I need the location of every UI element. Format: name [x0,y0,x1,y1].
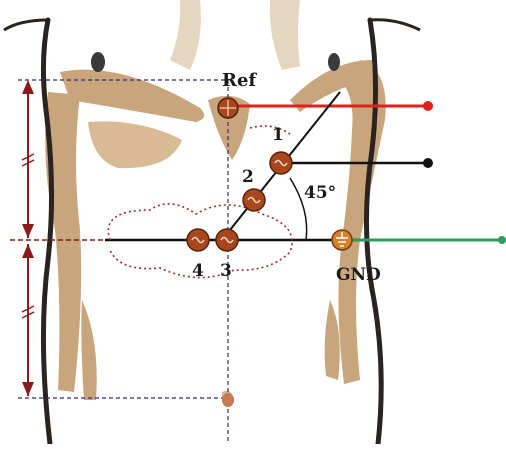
neck-shading-right [270,0,300,70]
upper-dimension-arrow-bottom [22,224,34,238]
left-chest-shading [88,121,182,168]
electrode-3-label: 3 [220,261,232,281]
gnd-label: GND [336,265,381,285]
lower-right-shading [325,300,340,380]
lower-dimension-arrow-top [22,244,34,258]
angle-label: 45° [304,183,336,203]
electrode-2-label: 2 [242,167,254,187]
ref-electrode-icon [218,98,238,118]
electrode-3-icon [216,229,238,251]
dimension-markers [22,80,34,396]
gnd-lead-terminal-icon [498,236,506,244]
right-nipple [328,53,340,71]
ref-label: Ref [222,70,257,91]
left-body-outline [43,20,51,444]
umbilicus-marker-icon [222,393,234,407]
electrode-4-icon [187,229,209,251]
electrode-4-label: 4 [192,261,204,281]
left-nipple [91,52,105,72]
left-clavicle-shading [60,70,204,122]
gnd-electrode-icon [332,230,352,250]
upper-dimension-arrow-top [22,80,34,94]
torso-illustration [4,0,420,444]
upper-contour [250,126,290,134]
left-shoulder-outline [4,20,48,30]
lower-left-shading [81,300,96,400]
right-shoulder-outline [370,20,420,30]
lead-1-terminal-icon [423,158,433,168]
lower-dimension-arrow-bottom [22,382,34,396]
electrode-1-icon [270,152,292,174]
neck-shading [170,0,201,70]
electrode-1-label: 1 [272,125,284,145]
ref-lead-terminal-icon [423,101,433,111]
electrode-2-icon [243,189,265,211]
